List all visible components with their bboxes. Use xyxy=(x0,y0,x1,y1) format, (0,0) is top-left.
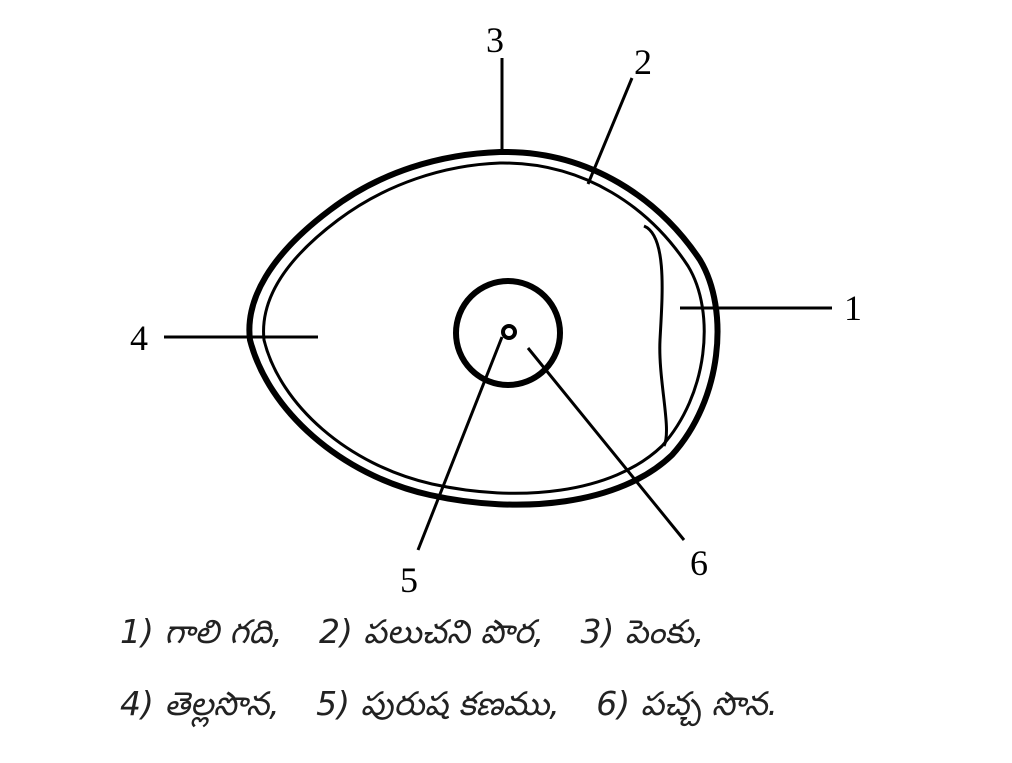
label-6: 6 xyxy=(690,543,708,583)
leader-line-6 xyxy=(526,347,686,541)
leader-line-5 xyxy=(416,336,504,551)
legend-entry-1: 1) గాలి గది, xyxy=(120,612,283,651)
legend-line-2: 4) తెల్లసొన, 5) పురుష కణము, 6) పచ్చ సొన. xyxy=(120,684,1012,731)
legend-entry-2: 2) పలుచని పొర, xyxy=(318,612,544,651)
germinal-disc xyxy=(501,324,517,340)
yolk-circle xyxy=(453,278,563,388)
legend-entry-3: 3) పెంకు, xyxy=(580,612,705,651)
label-2: 2 xyxy=(634,42,652,82)
legend-line-1: 1) గాలి గది, 2) పలుచని పొర, 3) పెంకు, xyxy=(120,612,1012,659)
legend-entry-5: 5) పురుష కణము, xyxy=(316,684,560,723)
label-4: 4 xyxy=(130,318,148,358)
egg-membrane-inner xyxy=(262,161,706,495)
air-cell-boundary xyxy=(643,224,668,447)
label-1: 1 xyxy=(844,288,862,328)
egg-shell-outer xyxy=(246,148,721,508)
legend-entry-4: 4) తెల్లసొన, xyxy=(120,684,280,723)
leader-line-2 xyxy=(586,77,634,185)
label-3: 3 xyxy=(486,20,504,60)
legend-entry-6: 6) పచ్చ సొన. xyxy=(596,684,778,723)
label-5: 5 xyxy=(400,560,418,600)
egg-structure-diagram: 1 2 3 4 5 6 xyxy=(130,20,862,600)
